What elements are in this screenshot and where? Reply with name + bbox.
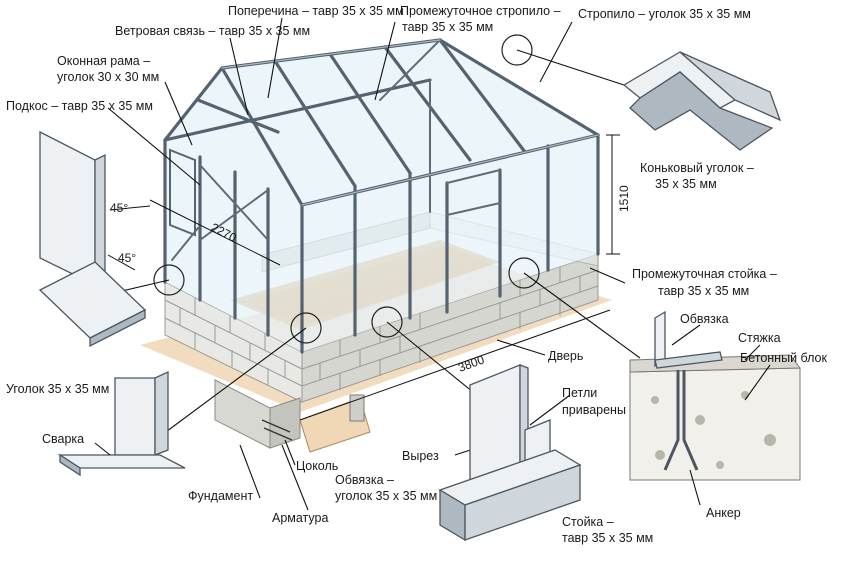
dimension-lines — [149, 134, 620, 421]
dimension-height: 1510 — [617, 185, 631, 212]
label-post-1: Стойка – — [562, 515, 614, 529]
label-intermediate-rafter-2: тавр 35 x 35 мм — [402, 20, 493, 34]
label-screed: Стяжка — [738, 331, 781, 345]
weld-angle-detail — [57, 370, 186, 477]
label-weld: Сварка — [42, 432, 84, 446]
label-hinges-2: приварены — [562, 403, 626, 417]
label-intermediate-post-2: тавр 35 x 35 мм — [658, 284, 749, 298]
label-angle-left: Уголок 35 x 35 мм — [6, 382, 109, 396]
label-plinth: Цоколь — [296, 459, 338, 473]
label-foundation: Фундамент — [188, 489, 253, 503]
label-cross-beam: Поперечина – тавр 35 x 35 мм — [228, 4, 404, 18]
ridge-angle-detail — [622, 51, 782, 151]
label-cutout: Вырез — [402, 449, 439, 463]
label-strut: Подкос – тавр 35 x 35 мм — [6, 99, 153, 113]
label-intermediate-post-1: Промежуточная стойка – — [632, 267, 777, 281]
dimension-angle-top: 45° — [110, 201, 128, 215]
label-anchor: Анкер — [706, 506, 741, 520]
label-tie-angle-2: уголок 35 x 35 мм — [335, 489, 437, 503]
label-window-frame-1: Оконная рама – — [57, 54, 150, 68]
label-ridge-angle-1: Коньковый уголок – — [640, 161, 754, 175]
label-intermediate-rafter-1: Промежуточное стропило – — [400, 4, 561, 18]
label-concrete-block: Бетонный блок — [740, 351, 828, 365]
label-tie-angle-1: Обвязка – — [335, 473, 394, 487]
label-rafter: Стропило – уголок 35 x 35 мм — [578, 7, 751, 21]
label-window-frame-2: уголок 30 x 30 мм — [57, 70, 159, 84]
diagram-labels: Поперечина – тавр 35 x 35 мм Ветровая св… — [6, 4, 828, 545]
dimension-length: 3800 — [456, 352, 486, 374]
leader-lines — [104, 17, 641, 511]
anchor-detail — [629, 310, 801, 506]
label-door: Дверь — [548, 349, 583, 363]
label-tie-top: Обвязка — [680, 312, 729, 326]
label-post-2: тавр 35 x 35 мм — [562, 531, 653, 545]
callout-circles — [153, 34, 540, 344]
dimension-angle-bottom: 45° — [118, 251, 136, 265]
greenhouse-frame — [163, 38, 600, 354]
window-angle-detail — [38, 130, 151, 348]
label-ridge-angle-2: 35 x 35 мм — [655, 177, 717, 191]
label-wind-brace: Ветровая связь – тавр 35 x 35 мм — [115, 24, 310, 38]
label-hinges-1: Петли — [562, 386, 597, 400]
label-rebar: Арматура — [272, 511, 328, 525]
hinge-post-detail — [438, 364, 582, 542]
